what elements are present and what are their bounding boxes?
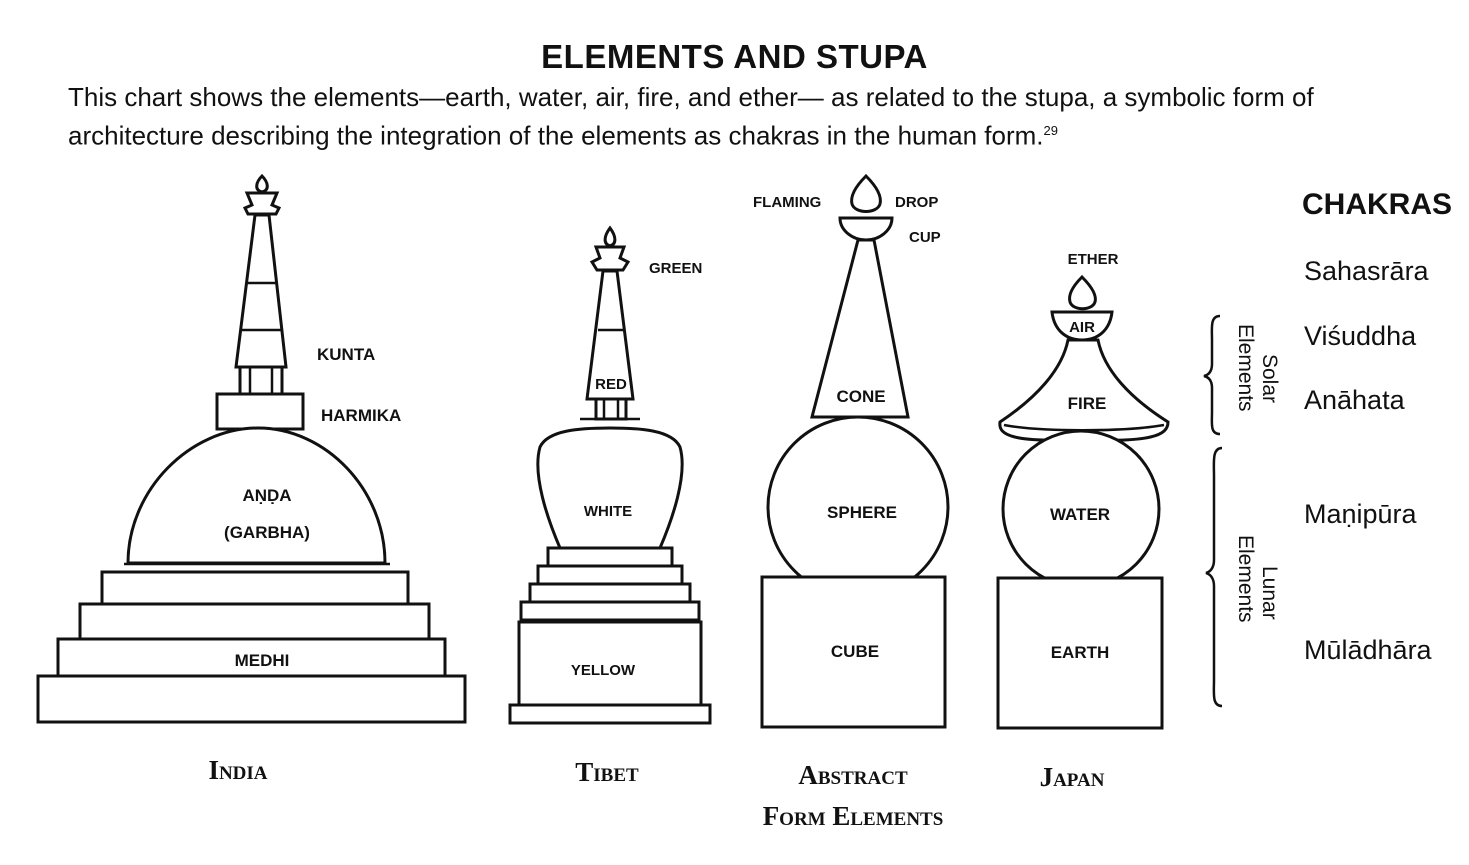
india-anda-label: AṆḌA bbox=[242, 486, 291, 505]
japan-ether-label: ETHER bbox=[1068, 251, 1119, 268]
tibet-finial bbox=[603, 225, 617, 248]
abstract-caption-line2: Form Elements bbox=[763, 801, 944, 831]
lunar-group: Elements Lunar bbox=[1205, 446, 1281, 708]
india-base bbox=[36, 674, 467, 724]
abstract-cone-label: CONE bbox=[836, 387, 885, 406]
solar-line1: Solar bbox=[1258, 354, 1281, 403]
tibet-vase bbox=[536, 426, 684, 550]
japan-fire-label: FIRE bbox=[1068, 394, 1107, 413]
tibet-white-label: WHITE bbox=[584, 503, 632, 520]
india-stupa: KUNTA HARMIKA AṆḌA (GARBHA) MEDHI India bbox=[36, 173, 467, 785]
india-kunta-neck bbox=[238, 365, 284, 396]
abstract-drop-label: DROP bbox=[895, 194, 938, 211]
abstract-cube-label: CUBE bbox=[831, 642, 879, 661]
tibet-spire bbox=[585, 269, 635, 401]
chakra-anahata: Anāhata bbox=[1304, 385, 1406, 415]
japan-stupa: ETHER AIR FIRE WATER EARTH Japan bbox=[996, 251, 1170, 792]
chakra-visuddha: Viśuddha bbox=[1304, 321, 1417, 351]
japan-water-label: WATER bbox=[1050, 505, 1110, 524]
japan-fire-roof bbox=[998, 338, 1170, 442]
chakras-column: CHAKRAS Sahasrāra Viśuddha Anāhata Maṇip… bbox=[1302, 188, 1452, 665]
tibet-step-4 bbox=[519, 600, 701, 622]
subtitle-text: This chart shows the elements—earth, wat… bbox=[68, 82, 1314, 151]
india-garbha-label: (GARBHA) bbox=[224, 523, 310, 542]
tibet-neck bbox=[594, 397, 628, 421]
chakra-muladhara: Mūlādhāra bbox=[1304, 635, 1433, 665]
abstract-cone bbox=[810, 238, 910, 419]
india-harmika bbox=[215, 392, 305, 431]
india-medhi bbox=[56, 637, 447, 678]
tibet-step-3 bbox=[528, 582, 692, 604]
india-anda-dome bbox=[126, 426, 387, 565]
tibet-finial-cup bbox=[589, 245, 631, 272]
chakra-manipura: Maṇipūra bbox=[1304, 499, 1418, 529]
solar-group: Elements Solar bbox=[1203, 314, 1281, 436]
india-finial bbox=[255, 173, 269, 194]
tibet-green-label: GREEN bbox=[649, 260, 702, 277]
abstract-stupa: FLAMING DROP CUP CONE SPHERE CUBE Abstra… bbox=[753, 173, 950, 831]
page-title: ELEMENTS AND STUPA bbox=[541, 38, 928, 75]
tibet-red-label: RED bbox=[595, 376, 627, 393]
japan-air-label: AIR bbox=[1069, 319, 1095, 336]
india-spire bbox=[234, 213, 288, 369]
abstract-sphere-label: SPHERE bbox=[827, 503, 897, 522]
tibet-base bbox=[517, 620, 703, 707]
tibet-caption: Tibet bbox=[575, 757, 639, 787]
abstract-flaming-drop bbox=[850, 173, 882, 213]
tibet-stupa: GREEN RED WHITE YELLOW Tibet bbox=[508, 225, 712, 787]
footnote-marker: 29 bbox=[1043, 123, 1058, 138]
india-terrace-1 bbox=[100, 570, 410, 606]
lunar-line2: Elements bbox=[1234, 535, 1257, 623]
india-caption: India bbox=[208, 755, 267, 785]
solar-brace bbox=[1203, 314, 1221, 436]
japan-ether-drop bbox=[1068, 274, 1097, 311]
japan-earth-cube bbox=[996, 576, 1164, 730]
lunar-line1: Lunar bbox=[1258, 566, 1281, 620]
tibet-plinth bbox=[508, 703, 712, 725]
tibet-yellow-label: YELLOW bbox=[571, 662, 636, 679]
abstract-cup bbox=[838, 216, 894, 242]
tibet-step-2 bbox=[536, 564, 684, 586]
abstract-caption-line1: Abstract bbox=[798, 760, 908, 790]
india-harmika-label: HARMIKA bbox=[321, 406, 401, 425]
lunar-brace bbox=[1205, 446, 1223, 708]
india-terrace-2 bbox=[78, 602, 431, 641]
india-finial-cup bbox=[242, 191, 282, 216]
chakra-sahasrara: Sahasrāra bbox=[1304, 256, 1430, 286]
japan-earth-label: EARTH bbox=[1051, 643, 1110, 662]
chakras-heading: CHAKRAS bbox=[1302, 188, 1452, 221]
abstract-cube bbox=[760, 575, 947, 729]
india-kunta-label: KUNTA bbox=[317, 345, 375, 364]
solar-line2: Elements bbox=[1234, 324, 1257, 412]
abstract-cup-label: CUP bbox=[909, 229, 941, 246]
japan-caption: Japan bbox=[1040, 762, 1105, 792]
subtitle: This chart shows the elements—earth, wat… bbox=[68, 80, 1428, 153]
abstract-flaming-label: FLAMING bbox=[753, 194, 821, 211]
tibet-step-1 bbox=[546, 546, 674, 568]
india-medhi-label: MEDHI bbox=[235, 651, 290, 670]
